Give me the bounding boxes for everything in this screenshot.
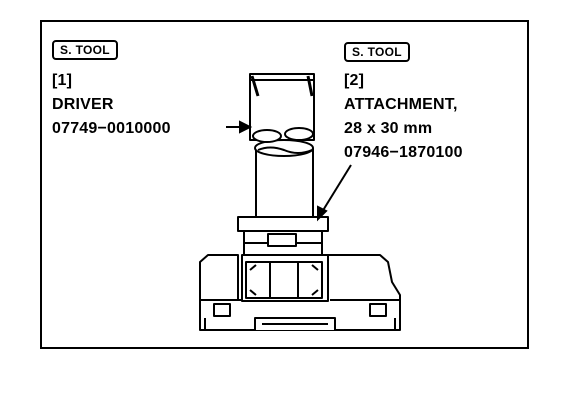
tool2-name: ATTACHMENT,	[344, 96, 458, 113]
attachment-block	[241, 254, 329, 302]
tool1-part-number: 07749−0010000	[52, 120, 171, 137]
attachment-ring	[237, 216, 329, 256]
tool2-size: 28 x 30 mm	[344, 120, 433, 137]
housing	[199, 254, 401, 331]
tool2-index: [2]	[344, 72, 365, 89]
tool2-badge: S. TOOL	[344, 42, 410, 62]
attachment-leader	[321, 164, 352, 213]
tool1-name: DRIVER	[52, 96, 114, 113]
driver-handle	[249, 73, 315, 143]
tool1-badge: S. TOOL	[52, 40, 118, 60]
diagram-frame	[40, 20, 529, 349]
tool1-index: [1]	[52, 72, 73, 89]
tool2-part-number: 07946−1870100	[344, 144, 463, 161]
driver-shaft	[254, 139, 314, 218]
